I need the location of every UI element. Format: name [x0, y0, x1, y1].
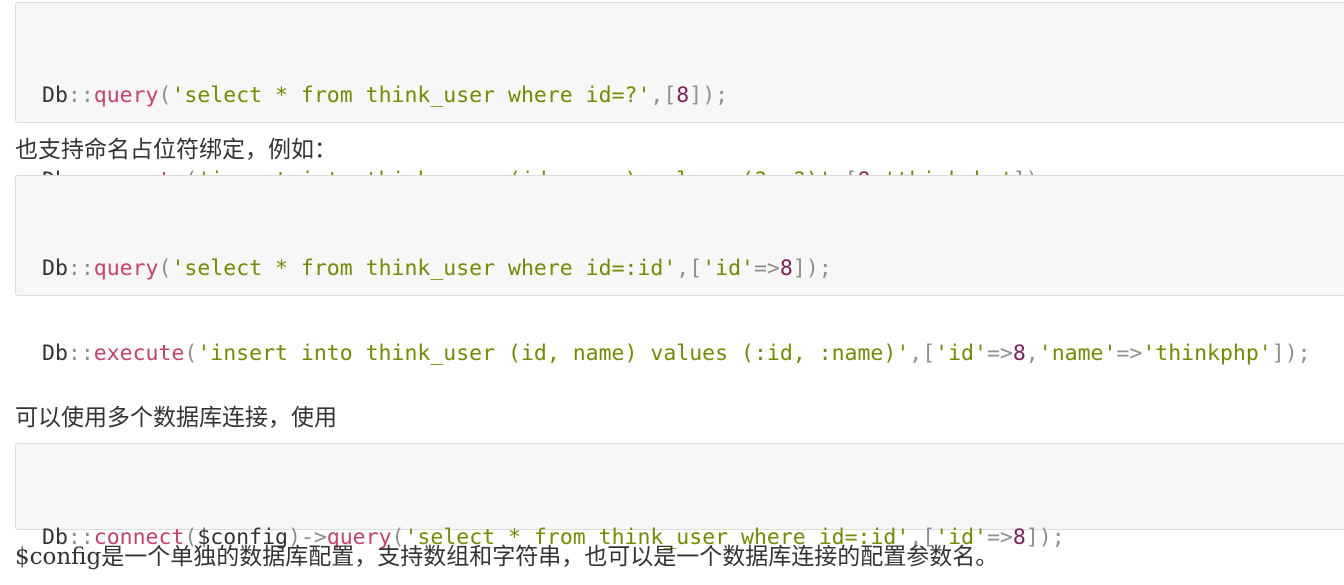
code-token-str: 'select * from think_user where id=?' — [171, 83, 651, 108]
code-token-punct: , — [1025, 341, 1039, 366]
code-token-fn: query — [93, 256, 159, 281]
code-token-punct: ,[ — [909, 525, 936, 550]
code-block-connect: Db::connect($config)->query('select * fr… — [15, 443, 1344, 550]
code-token-fn: query — [93, 83, 159, 108]
config-description-text: 是一个单独的数据库配置，支持数组和字符串，也可以是一个数据库连接的配置参数名。 — [101, 544, 999, 570]
code-token-punct: => — [1116, 341, 1143, 366]
code-block-positional-binding: Db::query('select * from think_user wher… — [15, 2, 1344, 193]
code-line: Db::execute('insert into think_user (id,… — [42, 336, 1344, 371]
code-token-punct: ]); — [792, 256, 832, 281]
code-token-str: 'select * from think_user where id=:id' — [404, 525, 910, 550]
code-token-op: :: — [67, 525, 94, 550]
code-token-num: 8 — [1012, 341, 1026, 366]
code-token-cls: Db — [42, 341, 68, 366]
code-token-fn: connect — [93, 525, 185, 550]
code-token-punct: ]); — [1025, 525, 1065, 550]
code-token-str: 'name' — [1038, 341, 1117, 366]
code-token-var: $config — [197, 525, 288, 550]
code-token-punct: ( — [184, 341, 198, 366]
code-token-punct: => — [986, 525, 1013, 550]
code-token-fn: execute — [93, 341, 185, 366]
code-token-op: :: — [67, 341, 94, 366]
code-token-fn: query — [326, 525, 392, 550]
code-token-punct: ( — [184, 525, 198, 550]
code-token-str: 'id' — [702, 256, 754, 281]
code-token-str: 'id' — [935, 525, 987, 550]
code-line: Db::query('select * from think_user wher… — [42, 251, 1344, 286]
code-token-punct: ,[ — [676, 256, 703, 281]
code-token-op: :: — [67, 256, 94, 281]
code-token-punct: ( — [391, 525, 405, 550]
paragraph-multiple-connections: 可以使用多个数据库连接，使用 — [15, 405, 337, 431]
code-token-punct: => — [986, 341, 1013, 366]
code-token-punct: => — [753, 256, 780, 281]
code-token-num: 8 — [676, 83, 690, 108]
code-token-punct: ]); — [689, 83, 729, 108]
code-token-str: 'insert into think_user (id, name) value… — [197, 341, 910, 366]
code-token-cls: Db — [42, 83, 68, 108]
code-token-op: :: — [67, 83, 94, 108]
code-token-str: 'id' — [935, 341, 987, 366]
code-token-num: 8 — [779, 256, 793, 281]
code-token-punct: ,[ — [650, 83, 677, 108]
code-token-cls: Db — [42, 525, 68, 550]
paragraph-named-placeholder: 也支持命名占位符绑定，例如： — [15, 137, 337, 163]
code-token-punct: ( — [158, 256, 172, 281]
code-token-str: 'select * from think_user where id=:id' — [171, 256, 677, 281]
inline-config-variable: $config — [15, 544, 102, 570]
code-line: Db::query('select * from think_user wher… — [42, 78, 1344, 113]
code-token-num: 8 — [1012, 525, 1026, 550]
code-token-punct: ,[ — [909, 341, 936, 366]
paragraph-config-description: $config是一个单独的数据库配置，支持数组和字符串，也可以是一个数据库连接的… — [15, 542, 998, 572]
code-token-punct: )-> — [287, 525, 327, 550]
code-token-punct: ]); — [1271, 341, 1311, 366]
code-line: Db::connect($config)->query('select * fr… — [42, 520, 1344, 555]
code-token-str: 'thinkphp' — [1142, 341, 1272, 366]
code-token-punct: ( — [158, 83, 172, 108]
code-block-named-binding: Db::query('select * from think_user wher… — [15, 175, 1344, 366]
code-token-cls: Db — [42, 256, 68, 281]
